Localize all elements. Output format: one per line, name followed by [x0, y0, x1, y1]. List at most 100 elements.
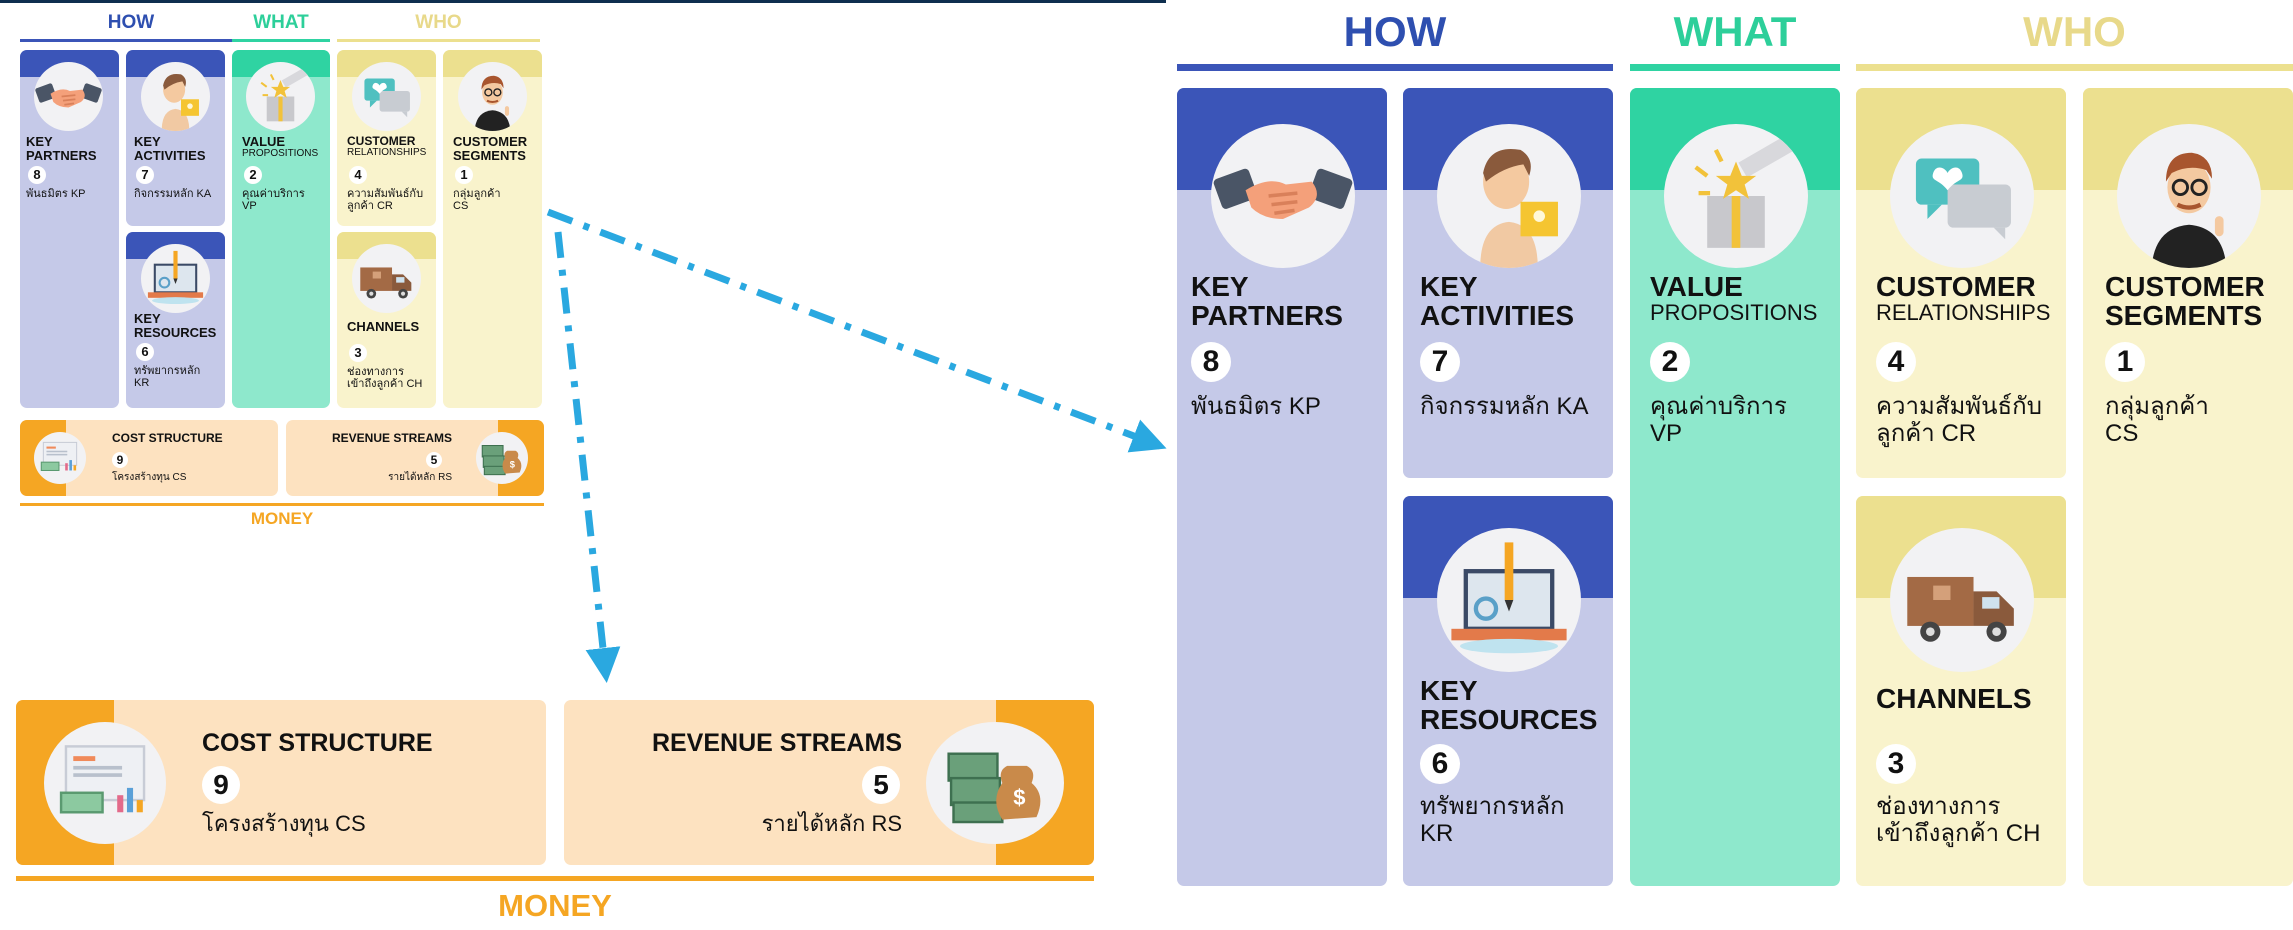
kr-number: 6 [1420, 744, 1460, 784]
ch-thai1: ช่องทางการ [1876, 793, 2001, 820]
small-money-header: MONEY [250, 509, 314, 528]
small-cs-title2: SEGMENTS [453, 147, 526, 163]
small-money-line [20, 503, 544, 506]
small-kp-title1: KEY [26, 134, 53, 149]
cost-title: COST STRUCTURE [202, 729, 433, 757]
top-bar [0, 0, 1166, 3]
man-icon [458, 62, 527, 131]
small-cr-thai2: ลูกค้า CR [347, 200, 393, 213]
small-kr-title1: KEY [134, 311, 161, 326]
vp-thai1: คุณค่าบริการ [1650, 393, 1787, 420]
small-vp-thai2: VP [242, 200, 257, 213]
kr-thai2: KR [1420, 819, 1454, 847]
small-what-header: WHAT [253, 12, 309, 33]
money-header: MONEY [498, 888, 612, 923]
small-what-line [232, 39, 330, 42]
cs-thai2: CS [2105, 419, 2139, 447]
gift-icon [1664, 124, 1808, 268]
ka-number: 7 [1420, 342, 1460, 382]
what-header: WHAT [1673, 8, 1797, 55]
small-cr-title1: CUSTOMER [347, 134, 416, 148]
man-icon [2117, 124, 2261, 268]
how-header: HOW [1343, 8, 1447, 55]
small-cost-thai: โครงสร้างทุน CS [112, 472, 187, 483]
cs-number: 1 [2105, 342, 2145, 382]
vp-title1: VALUE [1650, 271, 1743, 302]
small-rev-thai: รายได้หลัก RS [388, 472, 452, 483]
small-vp-title2: PROPOSITIONS [242, 147, 319, 159]
small-kr-number: 6 [136, 343, 154, 361]
small-ka-number: 7 [136, 166, 154, 184]
arrow-to-canvas-detail [546, 208, 1167, 453]
person-box-icon [1437, 124, 1581, 268]
small-kr-title2: RESOURCES [134, 324, 217, 340]
ka-title2: ACTIVITIES [1420, 300, 1575, 332]
who-header: WHO [2023, 8, 2126, 55]
small-cs-thai1: กลุ่มลูกค้า [453, 188, 501, 200]
money-bag-icon [476, 432, 528, 484]
handshake-icon [1211, 124, 1355, 268]
cr-title2: RELATIONSHIPS [1876, 300, 2051, 326]
cr-title1: CUSTOMER [1876, 271, 2036, 302]
small-cost-structure: COST STRUCTURE 9 โครงสร้างทุน CS [20, 420, 278, 496]
cr-thai2: ลูกค้า CR [1876, 419, 1977, 447]
small-cost-number: 9 [112, 452, 128, 468]
money-line [16, 876, 1094, 881]
small-ch-thai1: ช่องทางการ [347, 366, 404, 378]
small-rev-number: 5 [426, 452, 442, 468]
revenue-streams-detail: REVENUE STREAMS 5 รายได้หลัก RS [564, 700, 1094, 865]
cr-thai1: ความสัมพันธ์กับ [1876, 393, 2042, 420]
cost-thai: โครงสร้างทุน CS [202, 811, 366, 836]
kr-thai1: ทรัพยากรหลัก [1420, 793, 1565, 820]
gift-icon [246, 62, 315, 131]
who-line [1856, 64, 2293, 71]
rev-thai: รายได้หลัก RS [761, 811, 902, 836]
ch-number: 3 [1876, 744, 1916, 784]
vp-number: 2 [1650, 342, 1690, 382]
small-ch-number: 3 [349, 344, 367, 362]
cs-title1: CUSTOMER [2105, 271, 2265, 302]
small-kr-thai1: ทรัพยากรหลัก [134, 365, 201, 377]
small-kp-number: 8 [28, 166, 46, 184]
ch-title: CHANNELS [1876, 683, 2032, 714]
small-vp-number: 2 [244, 166, 262, 184]
kp-title2: PARTNERS [1191, 300, 1343, 332]
kp-thai: พันธมิตร KP [1191, 393, 1321, 420]
small-ch-title: CHANNELS [347, 319, 420, 334]
small-how-header: HOW [107, 12, 155, 33]
small-ka-title2: ACTIVITIES [134, 147, 206, 163]
small-rev-title: REVENUE STREAMS [331, 431, 452, 445]
cr-number: 4 [1876, 342, 1916, 382]
truck-icon [352, 244, 421, 313]
kp-number: 8 [1191, 342, 1231, 382]
small-ka-title1: KEY [134, 134, 161, 149]
vp-thai2: VP [1650, 419, 1683, 447]
chat-heart-icon [352, 62, 421, 131]
small-cost-title: COST STRUCTURE [112, 431, 223, 445]
cs-title2: SEGMENTS [2105, 300, 2263, 332]
small-vp-thai1: คุณค่าบริการ [242, 188, 305, 200]
rev-title: REVENUE STREAMS [651, 729, 902, 757]
cost-chart-icon [34, 432, 86, 484]
small-cs-title1: CUSTOMER [453, 134, 528, 149]
money-bag-icon [926, 722, 1064, 844]
cs-thai1: กลุ่มลูกค้า [2105, 393, 2209, 420]
small-kr-thai2: KR [134, 377, 150, 390]
what-line [1630, 64, 1840, 71]
handshake-icon [34, 62, 103, 131]
ch-thai2: เข้าถึงลูกค้า CH [1876, 819, 2041, 847]
small-cr-thai1: ความสัมพันธ์กับ [347, 188, 424, 200]
